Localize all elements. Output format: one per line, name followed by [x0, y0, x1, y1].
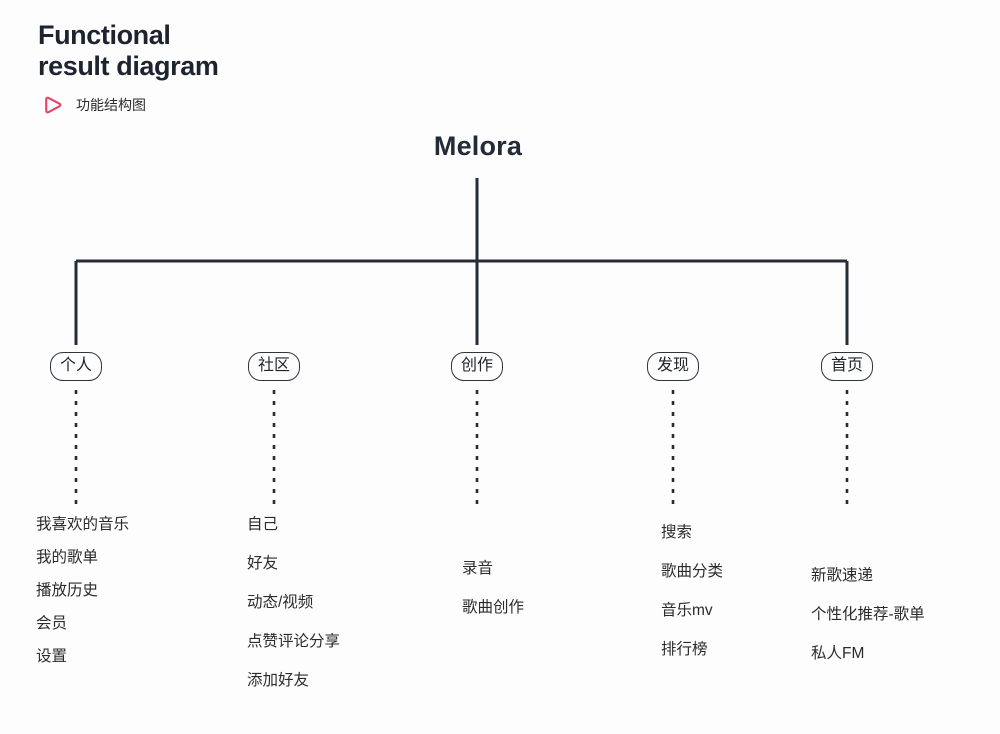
leaf-column-1: 我喜欢的音乐我的歌单播放历史会员设置 — [36, 512, 129, 666]
play-triangle-icon — [45, 96, 62, 114]
leaf-column-2: 自己好友动态/视频点赞评论分享添加好友 — [247, 512, 340, 690]
branch-node-2[interactable]: 社区 — [247, 352, 301, 381]
subtitle-label: 功能结构图 — [76, 97, 146, 113]
leaf-item[interactable]: 录音 — [462, 560, 494, 577]
branch-node-5[interactable]: 首页 — [820, 352, 874, 381]
leaf-item[interactable]: 排行榜 — [661, 641, 708, 658]
page-title-line-2: result diagram — [38, 51, 219, 81]
leaf-item[interactable]: 会员 — [36, 615, 68, 632]
leaf-item[interactable]: 自己 — [247, 516, 279, 533]
leaf-item[interactable]: 添加好友 — [247, 672, 310, 689]
leaf-item[interactable]: 动态/视频 — [247, 594, 314, 611]
subtitle-row: 功能结构图 — [42, 94, 458, 116]
leaf-item[interactable]: 好友 — [247, 555, 279, 572]
leaf-item[interactable]: 新歌速递 — [811, 567, 874, 584]
leaf-item[interactable]: 音乐mv — [661, 602, 713, 619]
leaf-item[interactable]: 我喜欢的音乐 — [36, 516, 130, 533]
leaf-item[interactable]: 私人FM — [811, 645, 865, 662]
branch-node-3[interactable]: 创作 — [450, 352, 504, 381]
leaf-column-3: 录音歌曲创作 — [462, 556, 524, 617]
header: Functional result diagram 功能结构图 — [38, 20, 458, 116]
root-node-label: Melora — [433, 131, 523, 161]
leaf-item[interactable]: 歌曲创作 — [462, 599, 525, 616]
leaf-item[interactable]: 设置 — [36, 648, 68, 665]
leaf-item[interactable]: 播放历史 — [36, 582, 99, 599]
page-title-line-1: Functional — [38, 20, 171, 50]
leaf-column-4: 搜索歌曲分类音乐mv 排行榜 — [661, 520, 723, 659]
leaf-item[interactable]: 点赞评论分享 — [247, 633, 341, 650]
leaf-column-5: 新歌速递个性化推荐-歌单私人FM — [811, 563, 925, 663]
leaf-item[interactable]: 我的歌单 — [36, 549, 99, 566]
leaf-item[interactable]: 个性化推荐-歌单 — [811, 606, 925, 623]
branch-node-4[interactable]: 发现 — [646, 352, 700, 381]
leaf-item[interactable]: 搜索 — [661, 524, 693, 541]
branch-node-1[interactable]: 个人 — [49, 352, 103, 381]
leaf-item[interactable]: 歌曲分类 — [661, 563, 724, 580]
